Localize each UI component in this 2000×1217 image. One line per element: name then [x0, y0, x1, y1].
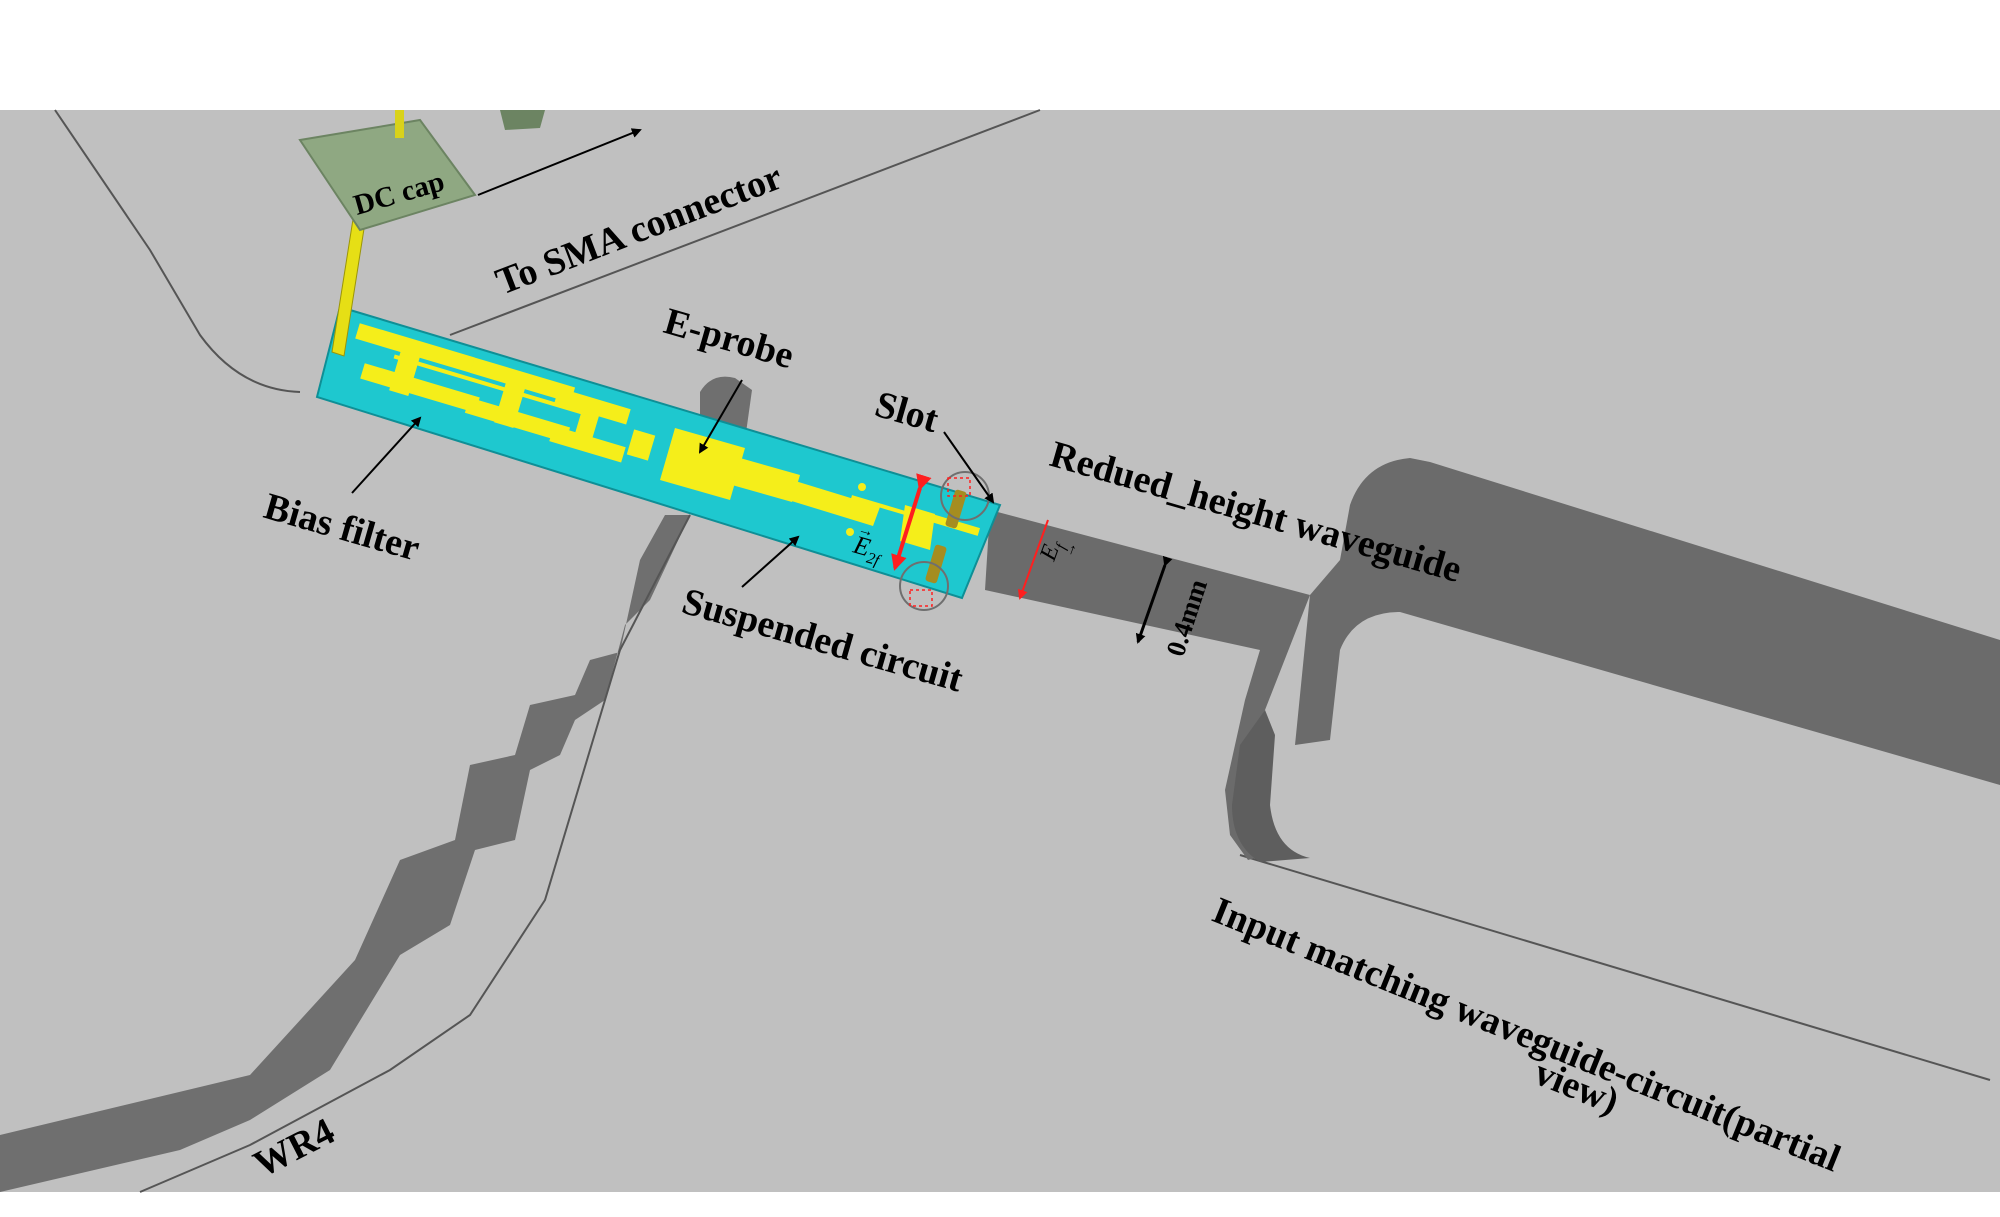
- reduced-height-waveguide: [985, 510, 1310, 860]
- bias-filter-pattern: [355, 323, 656, 463]
- sma-pin: [500, 110, 545, 130]
- input-matching-ledge: [1232, 710, 1310, 862]
- sma-channel-outline: [449, 109, 1041, 336]
- suspended-circuit-arrow: [741, 535, 800, 588]
- to-sma-arrow: [477, 128, 642, 196]
- bias-filter-arrow: [351, 416, 422, 494]
- slot-arrow: [943, 431, 995, 504]
- ef-vector-mark: →: [1061, 540, 1081, 560]
- bond-pads: [925, 489, 967, 584]
- housing-outline: [54, 109, 301, 393]
- input-matching-waveguide: [1295, 458, 2000, 785]
- e2f-vector-mark: →: [856, 521, 876, 542]
- e-probe-arrow: [698, 379, 743, 454]
- dc-cap-block: [298, 118, 477, 232]
- wr4-outline: [139, 514, 691, 1193]
- ef-subscript: f: [1053, 541, 1070, 552]
- slot-dashed-bottom: [909, 589, 933, 607]
- wr4-wall: [0, 515, 690, 1192]
- slot-dashed-top: [947, 477, 971, 497]
- output-outline: [1239, 854, 1991, 1081]
- e2f-field-arrow: [891, 473, 932, 571]
- height-dimension-arrow: [1135, 555, 1173, 644]
- dc-cap-lead: [395, 110, 404, 138]
- ef-field-arrow: [1017, 519, 1049, 600]
- suspended-circuit-substrate: [315, 305, 1002, 600]
- e-probe-pattern: [660, 428, 920, 536]
